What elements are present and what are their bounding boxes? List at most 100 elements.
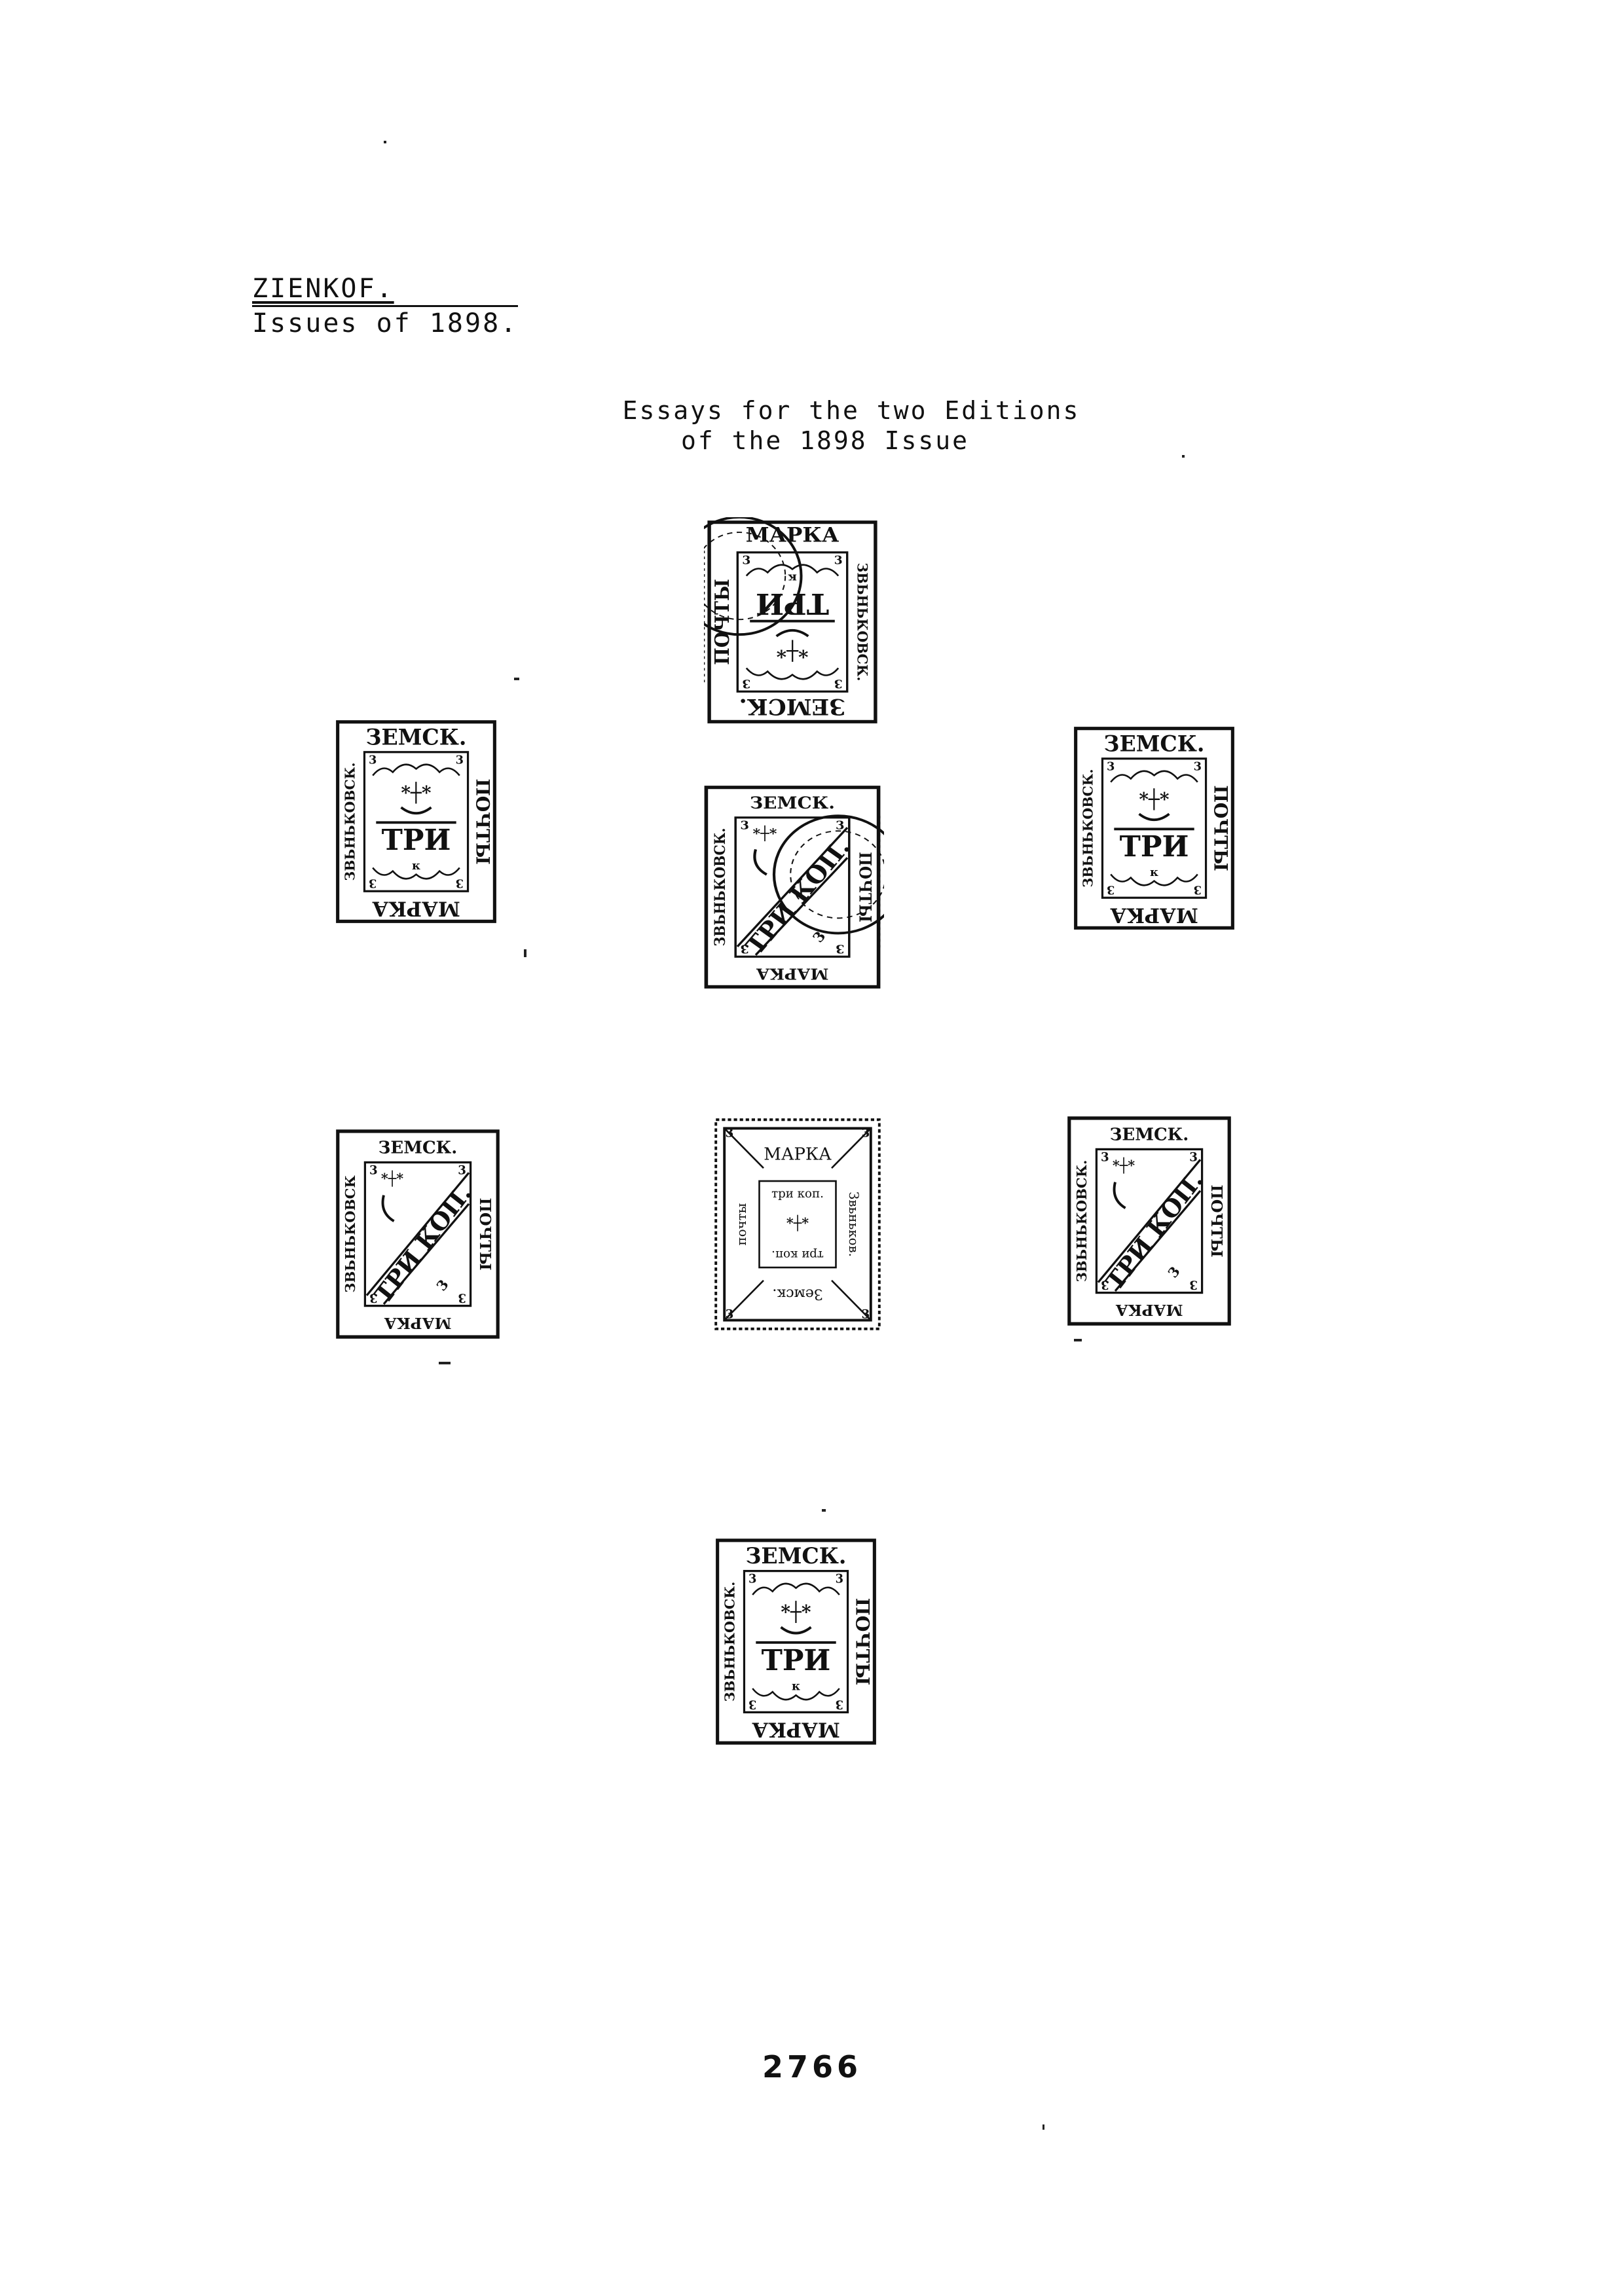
stamp-outer-frame	[707, 520, 877, 723]
stamp-inner-frame	[736, 551, 849, 693]
stamp-corner-numeral: 3	[836, 818, 845, 832]
stamp-corner-numeral: 3	[1101, 1151, 1109, 1165]
stamp-inner-frame	[1095, 1148, 1204, 1294]
stamp-center-text: три коп.	[771, 1187, 824, 1201]
stamp-outer-frame	[1074, 727, 1234, 930]
stamp-corner-line	[724, 1127, 764, 1169]
stamp-inner-frame	[734, 816, 851, 958]
stamp-right-text: ПОЧТЫ	[1209, 785, 1231, 871]
stamp-inner-frame	[363, 1161, 472, 1307]
stamp-corner-numeral: 3	[748, 1572, 756, 1586]
scan-speck	[822, 1509, 826, 1512]
stamp-top-text: ЗЕМСК.	[366, 724, 467, 750]
stamp-corner-numeral: 3	[748, 1697, 756, 1711]
stamp-bottom-text: МАРКА	[372, 897, 460, 920]
stamp-bottom-text: МАРКА	[384, 1314, 452, 1332]
stamp-center-text: ТРИ КОП.	[1101, 1167, 1209, 1296]
stamp-cross-ornament: *┼*	[753, 825, 777, 842]
scan-speck	[384, 141, 386, 143]
stamp-crescent	[1138, 812, 1170, 822]
stamp-outer-frame	[1067, 1116, 1231, 1326]
stamp-inner-frame	[743, 1569, 849, 1714]
stamp-right-text: Звьньков.	[846, 1192, 861, 1257]
stamp-left-text: ЗВЬНЬКОВСК.	[712, 828, 729, 946]
stamp-center-text: ТРИ	[762, 1644, 831, 1677]
stamp-corner-numeral: 3	[862, 1308, 870, 1322]
stamp-bottom-text: МАРКА	[1116, 1301, 1183, 1319]
stamp-diagonal	[1114, 1190, 1202, 1292]
stamp-top-text: ЗЕМСК.	[750, 793, 835, 813]
stamp-kop-mark: 3	[1164, 1263, 1183, 1281]
stamp-corner-numeral: 3	[862, 1126, 870, 1140]
stamp-corner-numeral: 3	[1189, 1151, 1198, 1165]
stamp-right-text: ПОЧТЫ	[852, 1598, 874, 1686]
stamp-right-text: ПОЧТЫ	[855, 852, 875, 922]
stamp-scroll-ornament	[1110, 873, 1198, 886]
stamp-corner-numeral: 3	[456, 754, 464, 767]
stamp-corner-numeral: 3	[1194, 760, 1202, 774]
stamp-crescent	[400, 806, 432, 815]
stamp-corner-numeral: 3	[1101, 1277, 1109, 1291]
stamp-corner-numeral: 3	[1107, 883, 1115, 896]
stamp-corner-numeral: 3	[369, 754, 377, 767]
scan-speck	[514, 678, 519, 680]
stamp-cross-ornament: *┼*	[781, 1601, 811, 1624]
stamp-corner-line	[724, 1279, 764, 1321]
scan-speck	[439, 1362, 451, 1364]
stamp-corner-numeral: 3	[1107, 760, 1115, 774]
stamp-corner-numeral: 3	[1189, 1277, 1198, 1291]
page-number: 2766	[762, 2049, 862, 2085]
stamp-outer-frame	[336, 720, 496, 923]
stamp-cross-ornament: *┼*	[381, 1170, 403, 1187]
stamp-right-text: ПОЧТЫ	[476, 1197, 494, 1270]
stamp-right-text: ПОЧТЫ	[710, 579, 733, 665]
stamp-kop-mark: 3	[433, 1276, 451, 1294]
stamp-top-text: ЗЕМСК.	[739, 693, 846, 719]
stamp-center-text: ТРИ	[756, 587, 829, 621]
stamp-scroll-ornament	[752, 1688, 840, 1701]
scan-speck	[1182, 455, 1185, 458]
stamp-center-text: три коп.	[771, 1248, 824, 1262]
stamp-corner-numeral: 3	[458, 1290, 466, 1304]
stamp-corner-numeral: 3	[726, 1308, 734, 1322]
stamp-top-text: ЗЕМСК.	[746, 1543, 847, 1569]
postmark-inner-ring	[790, 830, 884, 919]
stamp-kop-mark: к	[1150, 866, 1158, 879]
stamp-bottom-text: Земск.	[772, 1286, 822, 1303]
stamp-bottom-text: МАРКА	[752, 1717, 840, 1741]
postmark-ring	[772, 814, 884, 935]
stamp-outer-frame	[336, 1129, 500, 1339]
stamp-corner-numeral: 3	[836, 942, 845, 956]
stamp-corner-numeral: 3	[456, 876, 464, 890]
stamp-scroll-ornament	[372, 867, 460, 880]
stamp-outer-frame	[716, 1539, 876, 1745]
stamp-frame	[723, 1127, 872, 1322]
stamp-crescent	[775, 629, 809, 638]
stamp-corner-numeral: 3	[834, 677, 843, 690]
stamp-corner-numeral: 3	[742, 554, 750, 567]
stamp-crescent	[1113, 1182, 1126, 1209]
stamp-crescent	[753, 848, 767, 876]
stamp-corner-numeral: 3	[726, 1126, 734, 1140]
stamp-bottom-text: МАРКА	[756, 965, 828, 983]
stamp-left-text: почты	[734, 1203, 749, 1246]
stamp-scroll-ornament	[745, 564, 840, 577]
stamp-outer-frame	[704, 786, 881, 989]
stamp-left-text: ЗВЬНЬКОВСК.	[1073, 1160, 1090, 1283]
stamp-kop-mark: к	[412, 859, 420, 873]
stamp-scroll-ornament	[1110, 770, 1198, 783]
stamp-corner-numeral: 3	[740, 818, 749, 832]
